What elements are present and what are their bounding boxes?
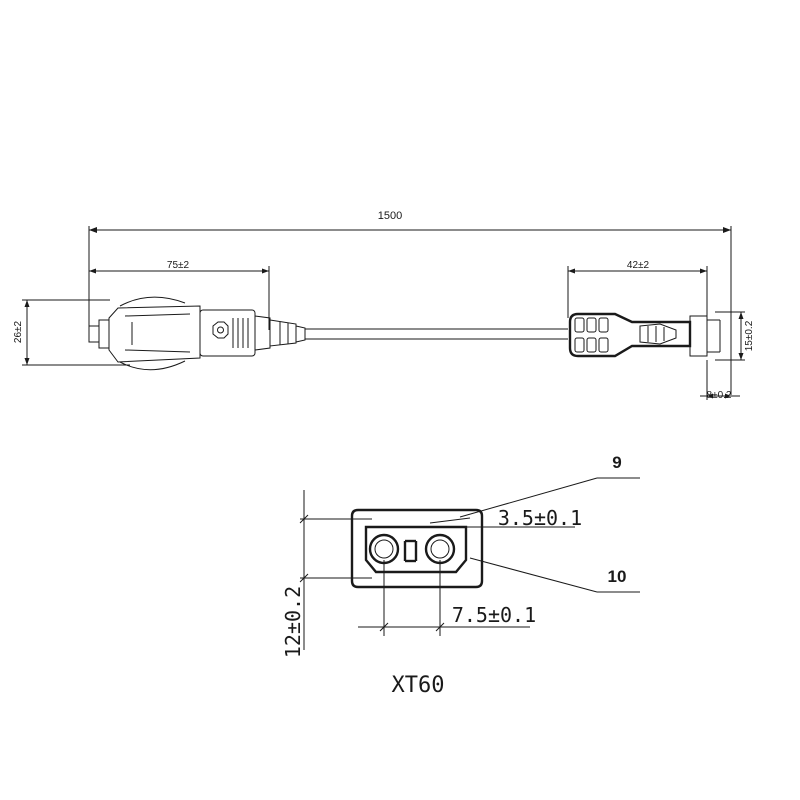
xt60-housing-outline [350, 508, 484, 589]
plug-neck [254, 315, 271, 351]
callout-9-label: 9 [612, 453, 621, 472]
callout-10-label: 10 [608, 567, 627, 586]
plug-height-dimension: 26±2 [13, 299, 130, 366]
connector-length-dimension: 42±2 [567, 260, 708, 318]
xt60-pin-left [368, 533, 400, 565]
body-height-dimension: 12±0.2 [281, 490, 372, 658]
plug-tip-collar [98, 319, 110, 349]
overall-length-dimension: 1500 [88, 210, 732, 395]
plug-spring-bottom [119, 360, 186, 371]
plug-length-dimension: 75±2 [89, 260, 270, 330]
connector-length-label: 42±2 [627, 260, 650, 271]
plug-height-label: 26±2 [13, 320, 24, 343]
overall-length-label: 1500 [378, 210, 402, 222]
callout-9: 9 [459, 453, 640, 518]
xt60-front-view: 12±0.2 7.5±0.1 3.5±0.1 9 10 [281, 453, 640, 698]
fuse-cap-hex-icon [212, 321, 229, 339]
connector-face [689, 315, 708, 357]
callout-10: 10 [469, 557, 640, 593]
connector-height-dimension: 15±0.2 [715, 311, 755, 361]
plug-strain-relief [269, 319, 297, 347]
connector-width-dimension: 8±0.2 [700, 360, 740, 401]
body-height-label: 12±0.2 [281, 586, 305, 658]
pin-spacing-label: 7.5±0.1 [452, 603, 536, 627]
xt60-housing-side [568, 312, 721, 358]
cigarette-plug [88, 296, 306, 371]
plug-body [108, 305, 201, 363]
housing-grip-triangle [639, 323, 677, 345]
plug-length-label: 75±2 [167, 260, 190, 271]
housing-outline [568, 312, 692, 358]
connector-height-label: 15±0.2 [744, 320, 755, 351]
pin-diameter-label: 3.5±0.1 [498, 506, 582, 530]
cable-assembly-view: 1500 75±2 42±2 26±2 [13, 210, 755, 401]
plug-spring-top [119, 296, 186, 307]
xt60-caption: XT60 [392, 673, 445, 698]
cable [305, 328, 568, 340]
xt60-pin-right [424, 533, 456, 565]
connector-width-label: 8±0.2 [707, 390, 732, 401]
pin-diameter-dimension: 3.5±0.1 [429, 506, 582, 530]
plug-cable-boot [295, 325, 306, 343]
fuse-cap-center [217, 326, 224, 334]
plug-tip-contact [88, 325, 100, 343]
pin-spacing-dimension: 7.5±0.1 [358, 560, 536, 636]
